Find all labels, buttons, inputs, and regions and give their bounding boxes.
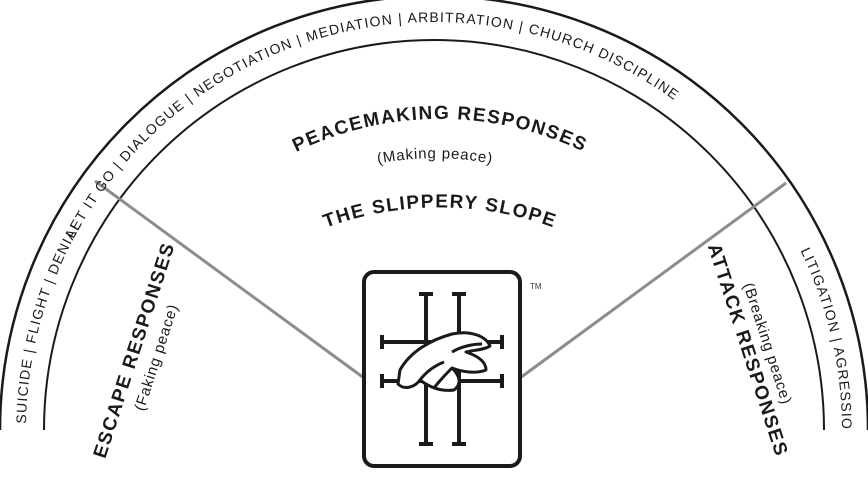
handshake-logo: TM [362,270,542,468]
handshake-icon [396,331,492,392]
peacemaking-subtitle-text: (Making peace) [376,145,495,167]
right-divider-line [519,181,787,380]
slippery-slope-label-text: THE SLIPPERY SLOPE [321,191,560,232]
escape-group: ESCAPE RESPONSES (Faking peace) [90,240,182,461]
trademark-mark: TM [530,282,542,291]
left-divider-line [94,179,365,380]
attack-group: ATTACK RESPONSES (Breaking peace) [703,241,795,459]
ring-labels: SUICIDE | FLIGHT | DENIAL [13,217,85,424]
inner-arc [43,39,825,431]
peacemaking-subtitle: (Making peace) [376,145,495,167]
outer-arc [0,0,868,431]
slippery-slope-label: THE SLIPPERY SLOPE [321,191,560,232]
escape-items: SUICIDE | FLIGHT | DENIAL [13,217,85,424]
